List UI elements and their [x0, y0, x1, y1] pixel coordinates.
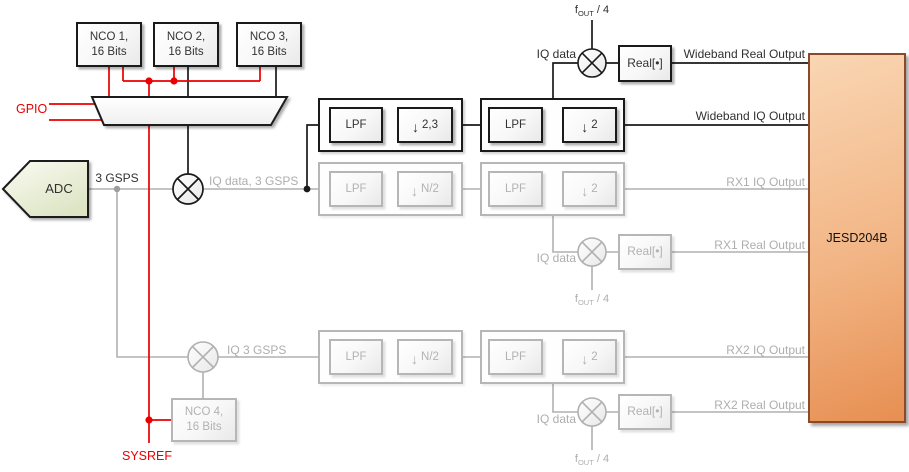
red-junction-dots	[145, 77, 178, 424]
inactive-wires	[88, 188, 808, 450]
wideband-stage1-group: LPF ↓2,3	[318, 98, 463, 152]
jesd204b-label: JESD204B	[826, 231, 888, 245]
nco1-block: NCO 1, 16 Bits	[76, 22, 142, 67]
nco3-block: NCO 3, 16 Bits	[236, 22, 302, 67]
rx2-lpf2-block: LPF	[488, 339, 543, 375]
rx2-input-mixer-icon	[187, 341, 219, 373]
lpf-label: LPF	[504, 350, 527, 363]
fout-subscript: OUT	[577, 298, 594, 308]
wideband-real-output-label: Wideband Real Output	[683, 47, 805, 61]
nco4-label-line1: NCO 4,	[184, 406, 224, 419]
lpf-label: LPF	[504, 182, 527, 195]
fout-symbol: f	[574, 4, 578, 16]
gpio-label: GPIO	[16, 102, 48, 116]
downsample-arrow-icon: ↓	[412, 118, 419, 135]
wideband-input-mixer-icon	[172, 173, 204, 205]
rx1-real-output-label: RX1 Real Output	[714, 238, 805, 252]
fout-divisor: / 4	[593, 453, 610, 465]
lpf-label: LPF	[345, 182, 367, 195]
downsample-arrow-icon: ↓	[411, 182, 419, 199]
nco4-block: NCO 4, 16 Bits	[171, 398, 237, 442]
rx1-lpf1-block: LPF	[329, 171, 383, 207]
rx1-fout4-label: fOUT / 4	[560, 293, 624, 307]
control-wires-red	[49, 67, 261, 443]
fout-subscript: OUT	[577, 458, 594, 468]
fout-symbol: f	[574, 293, 578, 305]
rx1-iq-output-label: RX1 IQ Output	[726, 175, 805, 189]
rx2-real-output-label: RX2 Real Output	[714, 398, 805, 412]
rx2-decimate1-block: ↓N/2	[397, 339, 453, 375]
real-operator-label: Real[•]	[627, 404, 663, 419]
mixer-icons	[172, 48, 607, 427]
real-operator-label: Real[•]	[627, 244, 663, 259]
rx1-iq-data-label: IQ data	[536, 251, 576, 265]
lpf-label: LPF	[345, 118, 367, 131]
rx2-real-block: Real[•]	[618, 394, 672, 430]
wideband-iq-data-label: IQ data	[536, 47, 576, 61]
nco1-label-line2: 16 Bits	[91, 45, 127, 58]
decimation-factor: N/2	[421, 182, 439, 195]
iq-data-3gsps-label: IQ data, 3 GSPS	[209, 174, 299, 188]
downsample-arrow-icon: ↓	[581, 350, 589, 367]
fout-divisor: / 4	[593, 4, 610, 16]
fout-divisor: / 4	[593, 293, 610, 305]
wideband-fout4-label: fOUT / 4	[560, 4, 624, 18]
decimation-factor: 2	[591, 118, 598, 131]
wideband-lpf2-block: LPF	[488, 107, 543, 143]
rx1-real-block: Real[•]	[618, 234, 672, 270]
downsample-arrow-icon: ↓	[581, 118, 589, 135]
lpf-label: LPF	[345, 350, 367, 363]
wideband-decimate2-block: ↓2	[562, 107, 617, 143]
adc-label: ADC	[45, 181, 73, 196]
nco2-label-line2: 16 Bits	[168, 45, 204, 58]
nco3-label-line1: NCO 3,	[249, 30, 289, 43]
rx2-decimate2-block: ↓2	[562, 339, 617, 375]
adc-block-shape	[1, 160, 89, 218]
fout-subscript: OUT	[577, 9, 594, 19]
wideband-stage2-group: LPF ↓2	[480, 98, 625, 152]
rx1-lpf2-block: LPF	[488, 171, 543, 207]
rx2-lpf1-block: LPF	[329, 339, 383, 375]
active-wires	[187, 20, 808, 189]
fout-symbol: f	[574, 453, 578, 465]
decimation-factor: N/2	[421, 350, 439, 363]
nco3-label-line2: 16 Bits	[251, 45, 287, 58]
downsample-arrow-icon: ↓	[581, 182, 589, 199]
wideband-decimate1-block: ↓2,3	[397, 107, 453, 143]
rx1-decimate1-block: ↓N/2	[397, 171, 453, 207]
rx1-decimate2-block: ↓2	[562, 171, 617, 207]
nco2-block: NCO 2, 16 Bits	[153, 22, 219, 67]
rx2-iq-output-label: RX2 IQ Output	[726, 343, 805, 357]
decimation-factor: 2,3	[422, 118, 438, 131]
rx1-real-mixer-icon	[577, 237, 607, 267]
rx2-iq-data-label: IQ data	[536, 412, 576, 426]
wideband-iq-output-label: Wideband IQ Output	[695, 109, 805, 123]
nco1-label-line1: NCO 1,	[89, 30, 129, 43]
sysref-label: SYSREF	[122, 449, 173, 463]
rx2-stage2-group: LPF ↓2	[480, 330, 625, 384]
rx2-real-mixer-icon	[577, 397, 607, 427]
nco-mux	[90, 96, 289, 126]
wideband-real-block: Real[•]	[618, 45, 672, 82]
rx1-stage1-group: LPF ↓N/2	[318, 162, 463, 216]
rx2-fout4-label: fOUT / 4	[560, 453, 624, 467]
lpf-label: LPF	[504, 118, 527, 131]
rx2-stage1-group: LPF ↓N/2	[318, 330, 463, 384]
wideband-lpf1-block: LPF	[329, 107, 383, 143]
downsample-arrow-icon: ↓	[411, 350, 419, 367]
sample-rate-label: 3 GSPS	[95, 171, 139, 185]
jesd204b-block: JESD204B	[808, 53, 906, 423]
nco2-label-line1: NCO 2,	[166, 30, 206, 43]
wideband-real-mixer-icon	[577, 48, 607, 78]
rx1-stage2-group: LPF ↓2	[480, 162, 625, 216]
decimation-factor: 2	[591, 350, 598, 363]
iq-3gsps-label: IQ 3 GSPS	[227, 343, 287, 357]
real-operator-label: Real[•]	[627, 55, 663, 70]
decimation-factor: 2	[591, 182, 598, 195]
nco4-label-line2: 16 Bits	[186, 421, 222, 433]
